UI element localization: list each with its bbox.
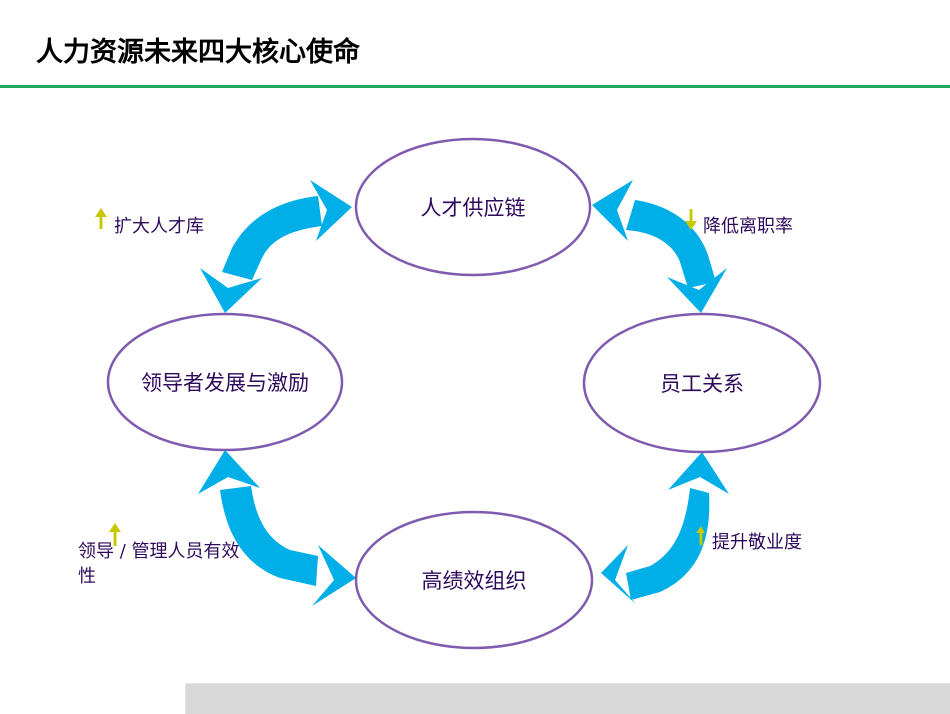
arrowhead-left-icon: [601, 545, 636, 604]
connector-shaft: [626, 200, 716, 288]
annotation-management-effectiveness: 领导 / 管理人员有效性: [78, 541, 240, 587]
footer-bar: [185, 683, 950, 714]
connector-talent-leadership: [200, 180, 352, 313]
node-label: 员工关系: [660, 372, 744, 396]
up-arrow-icon: [95, 208, 107, 229]
up-arrow-icon: [109, 523, 121, 546]
node-label: 人才供应链: [421, 196, 526, 220]
arrowhead-right-icon: [310, 180, 352, 241]
arrowhead-down-icon: [667, 268, 727, 313]
connector-talent-relations: [592, 180, 727, 313]
down-arrow-icon: [685, 209, 697, 230]
node-label: 领导者发展与激励: [141, 371, 309, 395]
node-high-performance-org: 高绩效组织: [354, 510, 594, 650]
node-label: 高绩效组织: [422, 569, 527, 593]
arrowhead-down-icon: [200, 268, 262, 313]
page-title: 人力资源未来四大核心使命: [36, 37, 360, 68]
connector-shaft: [222, 196, 322, 280]
node-employee-relations: 员工关系: [582, 312, 822, 454]
arrowhead-up-icon: [198, 450, 260, 494]
connector-relations-performance: [601, 452, 729, 604]
node-talent-supply-chain: 人才供应链: [354, 137, 592, 277]
annotation-reduce-turnover: 降低离职率: [703, 216, 793, 237]
annotation-expand-talent-pool: 扩大人才库: [114, 216, 204, 237]
connector-shaft: [626, 488, 710, 600]
arrowhead-right-icon: [312, 545, 356, 606]
arrowhead-left-icon: [592, 180, 633, 241]
arrowhead-up-icon: [668, 452, 729, 494]
annotation-improve-engagement: 提升敬业度: [712, 532, 802, 553]
up-arrow-icon: [696, 526, 705, 545]
title-divider: [0, 85, 950, 88]
connector-shaft: [220, 486, 318, 586]
connector-leadership-performance: [198, 450, 356, 606]
node-leadership-development: 领导者发展与激励: [106, 312, 344, 452]
